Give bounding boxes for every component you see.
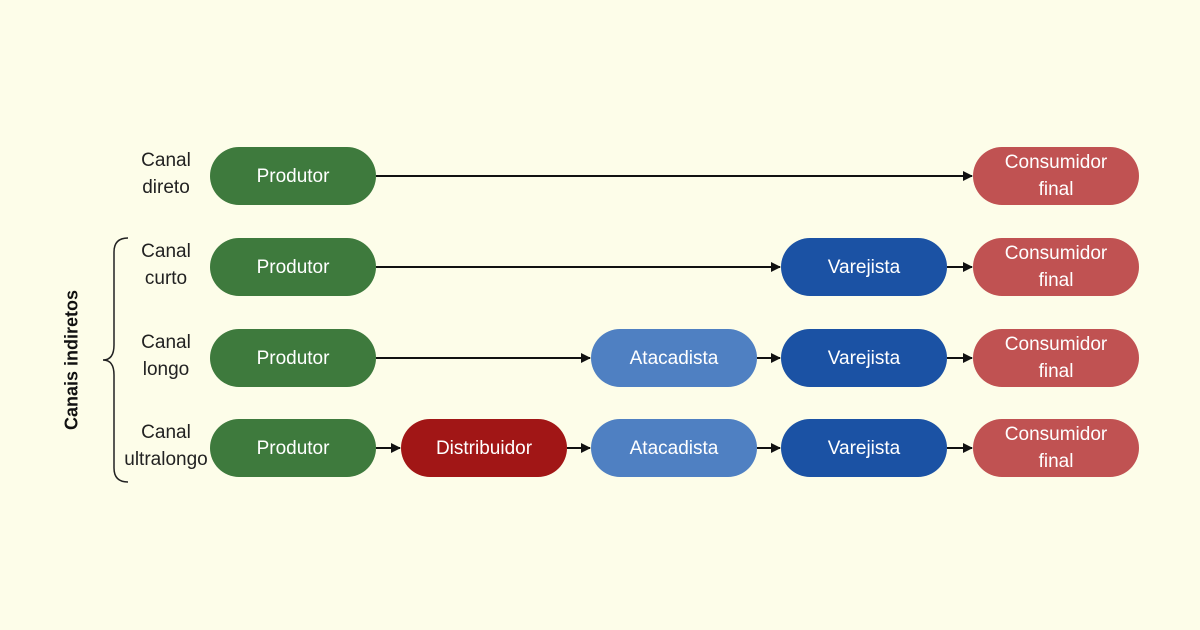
row-label-canal-direto: Canal direto xyxy=(111,147,221,201)
node-label-line1: Consumidor xyxy=(1004,243,1108,264)
node-label: Varejista xyxy=(827,256,901,278)
indirect-channels-label: Canais indiretos xyxy=(61,289,82,431)
node-distribuidor-ultralongo: Distribuidor xyxy=(401,419,567,477)
row-label-line2: direto xyxy=(142,177,190,198)
node-varejista-curto: Varejista xyxy=(781,238,947,296)
node-label: Distribuidor xyxy=(435,437,533,459)
node-label-line2: final xyxy=(1038,451,1074,472)
node-atacadista-longo: Atacadista xyxy=(591,329,757,387)
node-label: Produtor xyxy=(256,347,330,369)
node-label: Atacadista xyxy=(629,437,719,459)
node-consumidor-longo: Consumidor final xyxy=(973,329,1139,387)
row-label-line1: Canal xyxy=(141,241,191,262)
row-label-line2: ultralongo xyxy=(124,449,208,470)
row-label-line2: longo xyxy=(142,359,190,380)
node-label-line2: final xyxy=(1038,270,1074,291)
node-produtor-longo: Produtor xyxy=(210,329,376,387)
row-label-line1: Canal xyxy=(141,332,191,353)
node-label-line1: Consumidor xyxy=(1004,152,1108,173)
node-produtor-direto: Produtor xyxy=(210,147,376,205)
node-label-line1: Consumidor xyxy=(1004,334,1108,355)
node-produtor-curto: Produtor xyxy=(210,238,376,296)
row-label-canal-curto: Canal curto xyxy=(111,238,221,292)
node-label: Varejista xyxy=(827,437,901,459)
node-label: Atacadista xyxy=(629,347,719,369)
node-consumidor-ultralongo: Consumidor final xyxy=(973,419,1139,477)
row-label-canal-ultralongo: Canal ultralongo xyxy=(111,419,221,473)
row-label-canal-longo: Canal longo xyxy=(111,329,221,383)
row-label-line2: curto xyxy=(144,268,188,289)
node-label: Produtor xyxy=(256,437,330,459)
node-label: Varejista xyxy=(827,347,901,369)
node-varejista-longo: Varejista xyxy=(781,329,947,387)
node-atacadista-ultralongo: Atacadista xyxy=(591,419,757,477)
node-consumidor-direto: Consumidor final xyxy=(973,147,1139,205)
indirect-channels-brace xyxy=(102,237,129,483)
node-label-line2: final xyxy=(1038,179,1074,200)
row-label-line1: Canal xyxy=(141,422,191,443)
node-label-line1: Consumidor xyxy=(1004,424,1108,445)
node-consumidor-curto: Consumidor final xyxy=(973,238,1139,296)
node-label-line2: final xyxy=(1038,361,1074,382)
node-produtor-ultralongo: Produtor xyxy=(210,419,376,477)
node-varejista-ultralongo: Varejista xyxy=(781,419,947,477)
row-label-line1: Canal xyxy=(141,150,191,171)
node-label: Produtor xyxy=(256,256,330,278)
node-label: Produtor xyxy=(256,165,330,187)
